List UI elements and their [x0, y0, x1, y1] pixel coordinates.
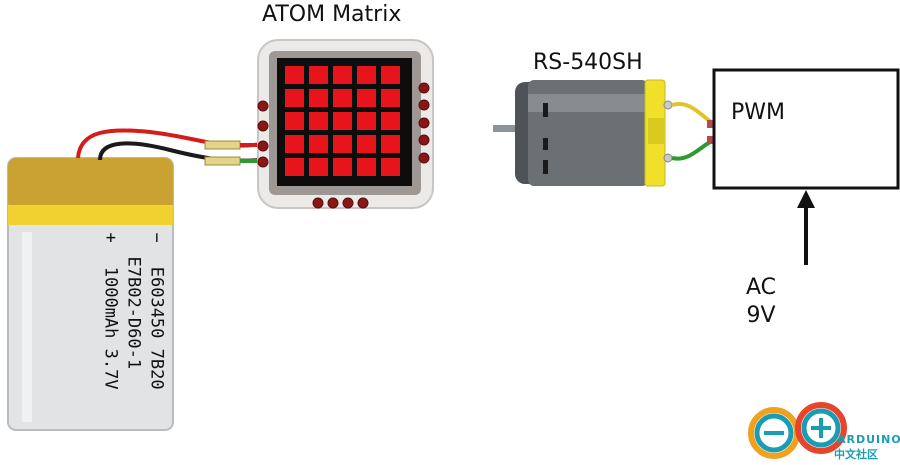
led-pixel — [333, 66, 352, 84]
led-pixel — [381, 158, 400, 176]
battery-label: − E603450 7B20 E7B02-D60-1 + 1000mAh 3.7… — [48, 233, 168, 398]
logo-sub: 中文社区 — [834, 448, 878, 461]
motor-endplate-tab — [648, 118, 664, 144]
battery-line3: 1000mAh 3.7V — [100, 266, 121, 390]
battery — [7, 157, 174, 431]
atom-pins — [257, 82, 430, 209]
pin-hole — [312, 197, 324, 209]
led-pixel — [285, 112, 304, 130]
motor-slot-3 — [543, 160, 548, 174]
ac-line2: 9V — [746, 303, 776, 328]
led-matrix — [285, 66, 400, 176]
led-pixel — [357, 135, 376, 153]
motor-body-highlight — [528, 94, 648, 112]
led-pixel — [381, 89, 400, 107]
led-pixel — [357, 66, 376, 84]
battery-minus-sign: − — [146, 232, 167, 243]
battery-yellow-stripe — [8, 205, 173, 225]
led-pixel — [285, 89, 304, 107]
pin-hole — [357, 197, 369, 209]
led-pixel — [309, 158, 328, 176]
pwm-label: PWM — [731, 100, 786, 125]
led-pixel — [309, 112, 328, 130]
battery-shine — [22, 232, 32, 422]
atom-matrix — [257, 39, 434, 209]
battery-top-wrap — [8, 158, 173, 210]
motor — [515, 79, 666, 187]
pin-hole — [257, 156, 269, 168]
battery-plus-sign: + — [100, 232, 121, 243]
battery-line2: E7B02-D60-1 — [123, 256, 144, 370]
led-pixel — [285, 158, 304, 176]
pin-hole — [418, 152, 430, 164]
led-pixel — [285, 66, 304, 84]
led-pixel — [381, 112, 400, 130]
pin-hole — [418, 82, 430, 94]
atom-matrix-label: ATOM Matrix — [262, 2, 402, 27]
led-pixel — [381, 135, 400, 153]
arduino-logo — [748, 402, 847, 459]
led-pixel — [309, 135, 328, 153]
pin-hole — [418, 134, 430, 146]
motor-slot-2 — [543, 138, 548, 150]
motor-slot-1 — [543, 103, 548, 117]
pin-hole — [257, 140, 269, 152]
led-pixel — [309, 89, 328, 107]
led-pixel — [309, 66, 328, 84]
pin-hole — [342, 197, 354, 209]
motor-label: RS-540SH — [533, 50, 643, 75]
pin-hole — [418, 117, 430, 129]
pwm-box — [712, 68, 900, 190]
ac-supply-label: AC 9V — [740, 274, 782, 330]
led-pixel — [357, 158, 376, 176]
led-pixel — [333, 112, 352, 130]
led-pixel — [381, 66, 400, 84]
led-pixel — [285, 135, 304, 153]
led-pixel — [357, 112, 376, 130]
led-pixel — [357, 89, 376, 107]
pin-hole — [327, 197, 339, 209]
wire-connector-black — [204, 156, 241, 166]
led-pixel — [333, 89, 352, 107]
ac-line1: AC — [745, 275, 777, 300]
pin-hole — [257, 100, 269, 112]
led-pixel — [333, 158, 352, 176]
wire-connector-red — [204, 140, 241, 150]
logo-name: ARDUINO — [837, 433, 900, 446]
pin-hole — [257, 120, 269, 132]
battery-line1: E603450 7B20 — [146, 266, 167, 390]
pin-hole — [418, 99, 430, 111]
motor-shaft — [493, 125, 521, 132]
led-pixel — [333, 135, 352, 153]
arrow-up-icon — [797, 190, 815, 265]
